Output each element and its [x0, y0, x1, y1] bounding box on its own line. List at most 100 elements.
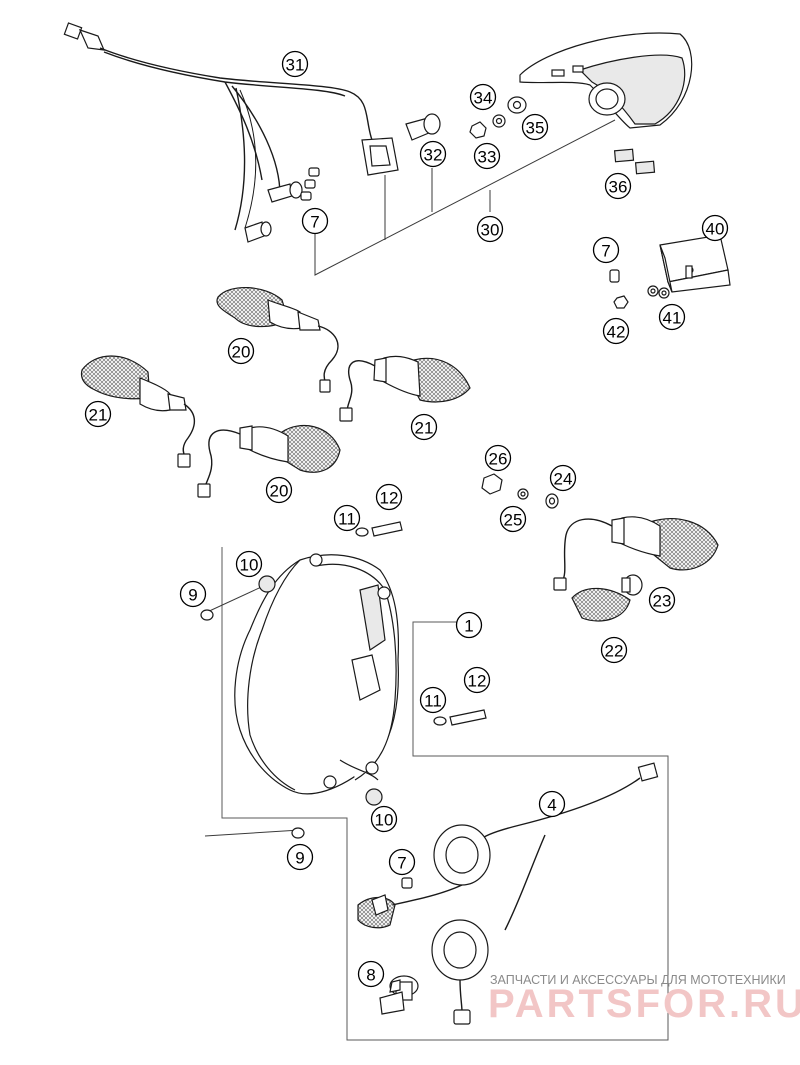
headlight-housing [200, 521, 487, 839]
callout-circle [357, 960, 385, 988]
bulb-socket [361, 113, 441, 176]
callout-label: 7 [397, 854, 406, 873]
callout-circle [463, 666, 491, 694]
callout-label: 20 [270, 482, 289, 501]
callout-circle [265, 476, 293, 504]
callout-23: 23 [648, 586, 676, 614]
callout-circle [301, 207, 329, 235]
callout-label: 12 [468, 672, 487, 691]
turn-signal-20-lower [197, 424, 341, 498]
callout-7b: 7 [592, 236, 620, 264]
callout-label: 10 [240, 556, 259, 575]
callout-label: 23 [653, 592, 672, 611]
callout-label: 41 [663, 309, 682, 328]
callout-7a: 7 [301, 207, 329, 235]
callout-circle [388, 848, 416, 876]
callout-26: 26 [484, 444, 512, 472]
callout-7c: 7 [388, 848, 416, 876]
callout-circle [455, 611, 483, 639]
callout-4: 4 [538, 790, 566, 818]
tail-light [519, 32, 693, 129]
headlight-wiring [357, 762, 659, 1025]
license-light [659, 234, 731, 293]
callout-41: 41 [658, 303, 686, 331]
callout-circle [473, 142, 501, 170]
turn-signal-20-upper [216, 286, 339, 393]
callout-label: 40 [706, 220, 725, 239]
turn-signal-21-left [80, 355, 195, 468]
callout-34: 34 [469, 83, 497, 111]
callout-label: 12 [380, 489, 399, 508]
callout-8: 8 [357, 960, 385, 988]
h4-bulb [379, 975, 419, 1015]
callout-label: 11 [338, 510, 356, 529]
turn-signal-22-23 [481, 473, 719, 622]
callout-35: 35 [521, 113, 549, 141]
callout-9b: 9 [286, 843, 314, 871]
callout-circle [600, 636, 628, 664]
callout-label: 32 [424, 146, 443, 165]
callout-circle [592, 236, 620, 264]
license-small-parts [609, 269, 670, 309]
assembly-frames [204, 547, 669, 1041]
callout-label: 4 [547, 796, 556, 815]
callout-label: 8 [366, 966, 375, 985]
callout-20a: 20 [227, 337, 255, 365]
callout-label: 7 [601, 242, 610, 261]
callout-circle [648, 586, 676, 614]
callout-circle [604, 172, 632, 200]
callout-label: 36 [609, 178, 628, 197]
callout-22: 22 [600, 636, 628, 664]
callout-label: 21 [415, 419, 434, 438]
callout-circle [375, 483, 403, 511]
callout-label: 22 [605, 642, 624, 661]
callout-40: 40 [701, 214, 729, 242]
callout-30: 30 [476, 215, 504, 243]
callout-circle [484, 444, 512, 472]
callout-33: 33 [473, 142, 501, 170]
callout-31: 31 [281, 50, 309, 78]
callout-1: 1 [455, 611, 483, 639]
callout-circle [538, 790, 566, 818]
watermark: ЗАПЧАСТИ И АКСЕССУАРЫ ДЛЯ МОТОТЕХНИКИ PA… [488, 973, 800, 1026]
turn-signal-21-right [339, 355, 471, 422]
callout-24: 24 [549, 464, 577, 492]
callout-label: 30 [481, 221, 500, 240]
callout-32: 32 [419, 140, 447, 168]
callout-20b: 20 [265, 476, 293, 504]
callout-circle [370, 805, 398, 833]
callout-label: 31 [286, 56, 305, 75]
callout-circle [701, 214, 729, 242]
callout-circle [333, 504, 361, 532]
callout-circle [410, 413, 438, 441]
callout-label: 35 [526, 119, 545, 138]
callout-21b: 21 [410, 413, 438, 441]
callout-label: 9 [188, 586, 197, 605]
callout-circle [499, 505, 527, 533]
callout-circle [84, 400, 112, 428]
callout-circle [235, 550, 263, 578]
callout-label: 11 [424, 692, 442, 711]
callout-circle [179, 580, 207, 608]
callout-circle [521, 113, 549, 141]
callout-circle [476, 215, 504, 243]
nuts-washers-rear [469, 96, 527, 139]
callout-label: 1 [464, 617, 473, 636]
callout-label: 10 [375, 811, 394, 830]
wiring-harness [63, 22, 373, 243]
watermark-caption: ЗАПЧАСТИ И АКСЕССУАРЫ ДЛЯ МОТОТЕХНИКИ [490, 973, 786, 987]
callout-label: 42 [607, 323, 626, 342]
callout-label: 20 [232, 343, 251, 362]
callout-25: 25 [499, 505, 527, 533]
callout-36: 36 [604, 172, 632, 200]
callout-circle [658, 303, 686, 331]
callout-circle [227, 337, 255, 365]
callout-9a: 9 [179, 580, 207, 608]
callout-circle [419, 140, 447, 168]
callout-label: 24 [554, 470, 573, 489]
callout-label: 26 [489, 450, 508, 469]
callout-10b: 10 [370, 805, 398, 833]
callout-12b: 12 [463, 666, 491, 694]
callout-label: 21 [89, 406, 108, 425]
